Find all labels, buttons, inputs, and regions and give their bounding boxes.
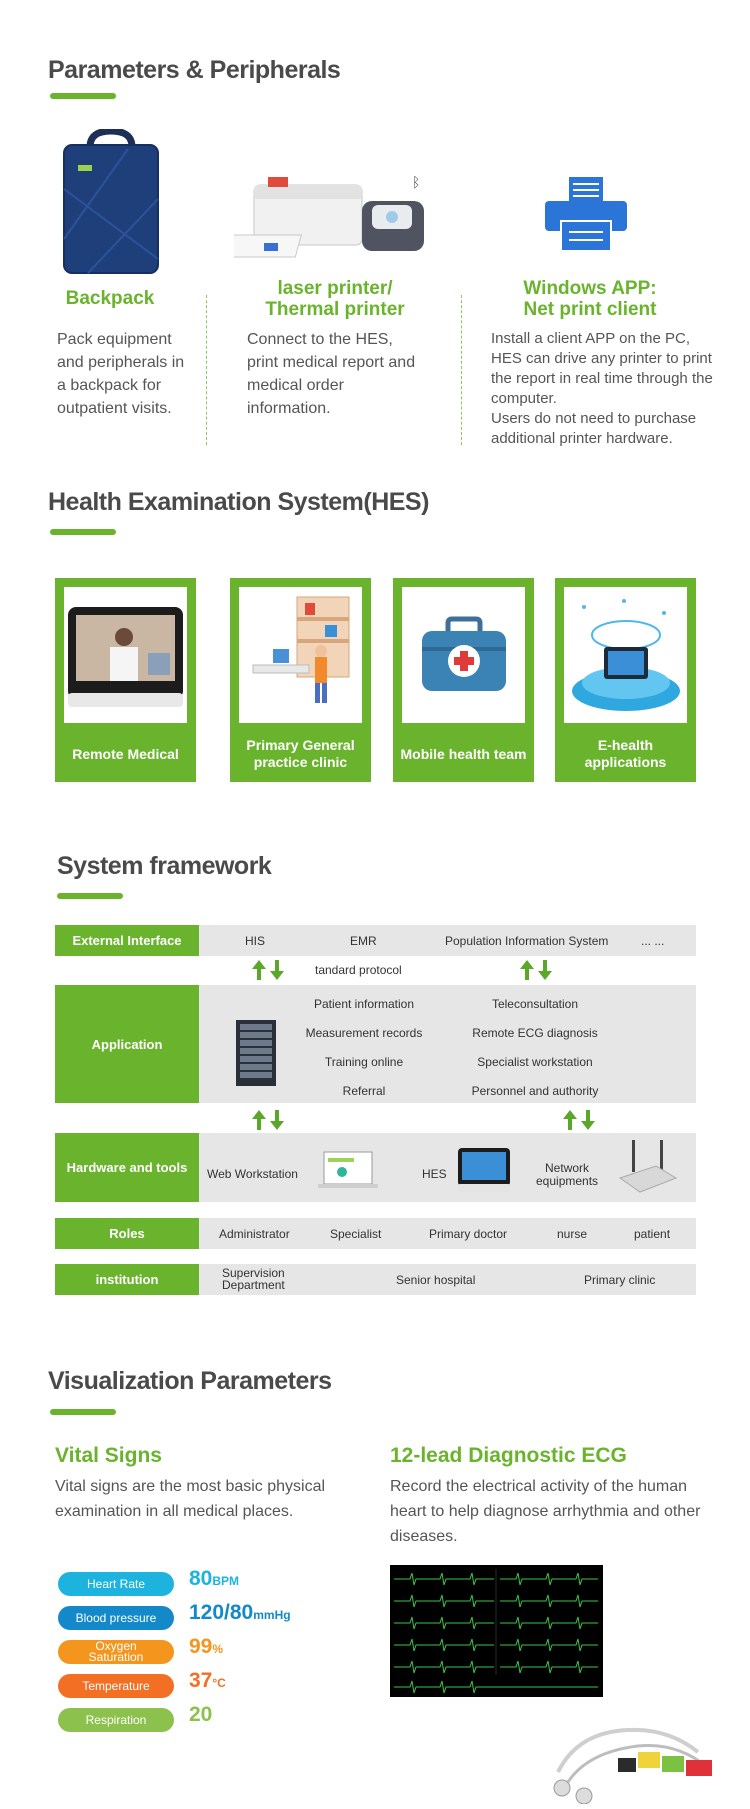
card-label: E-health applications — [584, 737, 667, 770]
card-image — [402, 587, 525, 723]
vital-pill-respiration: Respiration — [58, 1708, 174, 1732]
fw-role-item: nurse — [557, 1227, 588, 1241]
fw-app-item: Referral — [342, 1084, 386, 1098]
card-mobile-health: Mobile health team — [393, 578, 534, 782]
vital-pill-blood-pressure: Blood pressure — [58, 1606, 174, 1630]
fw-role-item: Administrator — [219, 1227, 290, 1241]
fw-hw-item: HES — [422, 1167, 447, 1181]
net-print-title: Windows APP:Net print client — [523, 278, 657, 320]
vital-value-respiration: 20 — [189, 1703, 213, 1726]
router-image — [616, 1138, 678, 1196]
ecg-title: 12-lead Diagnostic ECG — [390, 1444, 627, 1467]
card-image — [64, 587, 187, 723]
title-underline — [50, 1409, 116, 1415]
card-label: Remote Medical — [72, 745, 179, 762]
fw-hw-item: Web Workstation — [207, 1167, 298, 1181]
fw-app-item: Teleconsultation — [491, 997, 579, 1011]
card-ehealth: E-health applications — [555, 578, 696, 782]
fw-item: ... ... — [641, 934, 665, 948]
printer-text: Connect to the HES, print medical report… — [247, 331, 416, 417]
fw-row-hardware — [199, 1133, 696, 1202]
vital-pill-temperature: Temperature — [58, 1674, 174, 1698]
fw-app-item: Remote ECG diagnosis — [472, 1026, 598, 1040]
card-primary-clinic: Primary General practice clinic — [230, 578, 371, 782]
printer-title: laser printer/Thermal printer — [265, 278, 405, 320]
laptop-image — [318, 1148, 378, 1192]
card-label: Primary General practice clinic — [246, 737, 355, 770]
hes-device-image — [456, 1144, 512, 1194]
server-rack-image — [232, 1018, 280, 1088]
fw-inst-item: Senior hospital — [396, 1273, 476, 1287]
fw-inst-item: Primary clinic — [584, 1273, 656, 1287]
fw-role-item: Specialist — [330, 1227, 382, 1241]
title-underline — [50, 529, 116, 535]
vital-value-temperature: 37°C — [189, 1669, 226, 1692]
double-arrow-icon — [251, 1108, 287, 1132]
svg-text:ᛒ: ᛒ — [412, 175, 420, 191]
vital-value-heart-rate: 80BPM — [189, 1567, 240, 1590]
printer-image: ᛒ — [214, 165, 434, 265]
fw-role-item: patient — [634, 1227, 671, 1241]
fw-row-external — [199, 925, 696, 956]
fw-row-application — [199, 985, 696, 1103]
fw-role-item: Primary doctor — [429, 1227, 508, 1241]
fw-app-item: Specialist workstation — [477, 1055, 593, 1069]
card-image — [239, 587, 362, 723]
double-arrow-icon — [519, 958, 555, 982]
title-underline — [57, 893, 123, 899]
vital-value-oxygen: 99% — [189, 1635, 224, 1658]
vital-signs-title: Vital Signs — [55, 1444, 162, 1467]
fw-app-item: Measurement records — [305, 1026, 423, 1040]
fw-item: EMR — [350, 934, 377, 948]
fw-item: Population Information System — [445, 934, 609, 948]
fw-label-roles: Roles — [55, 1218, 199, 1249]
backpack-title: Backpack — [65, 288, 155, 309]
fw-label-external: External Interface — [55, 925, 199, 956]
section-title-hes: Health Examination System(HES) — [48, 488, 429, 516]
card-image — [564, 587, 687, 723]
fw-label-hardware: Hardware and tools — [55, 1133, 199, 1202]
net-print-text: Install a client APP on the PC, HES can … — [491, 330, 713, 447]
fw-app-item: Training online — [324, 1055, 404, 1069]
vital-signs-text: Vital signs are the most basic physical … — [55, 1478, 326, 1520]
column-divider — [206, 295, 207, 445]
title-underline — [50, 93, 116, 99]
fw-app-item: Patient information — [313, 997, 415, 1011]
vital-pill-heart-rate: Heart Rate — [58, 1572, 174, 1596]
backpack-text: Pack equipment and peripherals in a back… — [57, 331, 185, 417]
fw-label-application: Application — [55, 985, 199, 1103]
section-title-framework: System framework — [57, 852, 272, 880]
fw-row-roles — [199, 1218, 696, 1249]
ecg-cable-image — [538, 1712, 720, 1805]
ecg-text: Record the electrical activity of the hu… — [390, 1478, 701, 1545]
fw-row-institution — [199, 1264, 696, 1295]
backpack-image — [58, 127, 164, 275]
double-arrow-icon — [562, 1108, 598, 1132]
double-arrow-icon — [251, 958, 287, 982]
fw-app-item: Personnel and authority — [471, 1084, 599, 1098]
fw-label-institution: institution — [55, 1264, 199, 1295]
ecg-waveform-image — [390, 1565, 603, 1697]
fw-item: HIS — [245, 934, 266, 948]
card-label: Mobile health team — [400, 745, 527, 762]
protocol-text: tandard protocol — [315, 963, 402, 977]
net-printer-icon — [543, 175, 629, 255]
section-title-visualization: Visualization Parameters — [48, 1367, 332, 1395]
column-divider — [461, 295, 462, 445]
card-remote-medical: Remote Medical — [55, 578, 196, 782]
vital-value-blood-pressure: 120/80mmHg — [189, 1601, 291, 1624]
section-title-peripherals: Parameters & Peripherals — [48, 56, 341, 84]
